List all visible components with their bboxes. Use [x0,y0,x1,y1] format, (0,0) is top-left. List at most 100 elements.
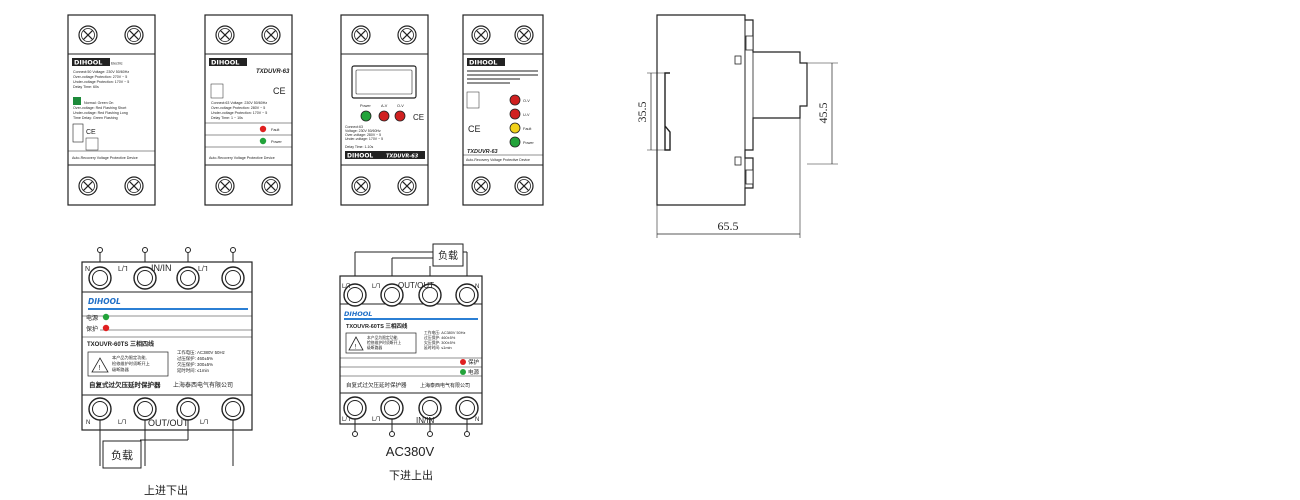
terminal-screw-icon [343,396,367,420]
svg-text:L/⅂: L/⅂ [342,417,350,423]
svg-text:延时时间: ≤1min: 延时时间: ≤1min [177,367,209,374]
svg-text:TXDUVR-63: TXDUVR-63 [467,149,498,155]
svg-text:负载: 负载 [111,448,133,462]
load-box [432,243,464,267]
svg-text:Normal: Green On: Normal: Green On [84,101,113,105]
brand-badge [72,58,110,66]
caption-bottom-in: 下进上出 [389,468,433,482]
svg-text:OUT/OUT: OUT/OUT [398,281,434,290]
wiring-symbol-icon [210,83,224,99]
dimension-outer-height: 45.5 [816,103,830,124]
svg-text:O-V: O-V [523,99,530,103]
svg-text:N: N [475,417,479,423]
svg-text:OUT/OUT: OUT/OUT [148,418,189,428]
svg-text:负载: 负载 [438,249,458,262]
terminal-screw-icon [215,25,235,45]
svg-text:L/⅂: L/⅂ [118,420,126,426]
svg-text:Connect:63: Connect:63 [345,125,363,129]
protect-led [102,324,110,332]
svg-text:欠压保护: 300±5%: 欠压保护: 300±5% [177,361,213,368]
caption-top-in: 上进下出 [144,483,188,497]
svg-text:Under-voltage: 170V ~ 5: Under-voltage: 170V ~ 5 [345,137,383,141]
terminal-screw-icon [124,25,144,45]
svg-text:保护: 保护 [468,358,480,366]
terminal-screw-icon [351,25,371,45]
front-view-1: DIHOOL Electric Connect:50 Voltage: 230V… [67,14,156,206]
svg-text:Over-voltage Protection: 280V: Over-voltage Protection: 280V ~ 5 [211,106,265,110]
terminal-screw-icon [124,176,144,196]
svg-text:L/⅂: L/⅂ [372,284,380,290]
svg-text:DIHOOL: DIHOOL [211,59,239,67]
compliance-mark [72,123,84,143]
svg-text:DIHOOL: DIHOOL [469,59,497,67]
svg-text:TXDUVR-63: TXDUVR-63 [386,154,419,160]
terminal-screw-icon [78,25,98,45]
svg-text:L/⅂: L/⅂ [198,266,208,273]
svg-text:O-V: O-V [397,104,404,108]
svg-text:CE: CE [86,129,96,136]
svg-text:L/⅂: L/⅂ [200,420,208,426]
svg-text:IN/IN: IN/IN [416,416,434,425]
dimension-inner-height: 35.5 [635,102,649,123]
terminal-screw-icon [176,266,200,290]
svg-text:Delay Time: 1 ~ 10s: Delay Time: 1 ~ 10s [211,116,243,120]
svg-text:L/⅂: L/⅂ [118,266,128,273]
svg-text:Delay Time: 60s: Delay Time: 60s [73,85,99,89]
power-led [460,369,466,375]
terminal-screw-icon [88,266,112,290]
svg-text:Auto-Recovery Voltage Protecti: Auto-Recovery Voltage Protective Device [209,156,275,160]
svg-text:上海泰西电气有限公司: 上海泰西电气有限公司 [420,382,470,389]
svg-text:!: ! [355,344,357,351]
fault-led [509,122,521,134]
side-view: 35.5 45.5 65.5 [635,14,838,238]
svg-text:U-V: U-V [523,113,530,117]
svg-text:TXOUVR-60TS 三相四线: TXOUVR-60TS 三相四线 [87,340,154,348]
terminal-screw-icon [397,25,417,45]
svg-text:Fault: Fault [271,128,280,132]
terminal-screw-icon [78,176,98,196]
wiring-symbol-icon [466,91,480,109]
power-led [102,313,110,321]
ov-led [509,94,521,106]
av-led [378,110,390,122]
brand-name: DIHOOL [74,59,102,67]
svg-text:延时时间: ≤1min: 延时时间: ≤1min [424,345,452,350]
svg-text:电源: 电源 [468,368,480,376]
svg-text:工作电压: AC380V 50Hz: 工作电压: AC380V 50Hz [424,330,465,335]
svg-text:工作电压: AC380V 50Hz: 工作电压: AC380V 50Hz [177,349,225,356]
svg-text:DIHOOL: DIHOOL [347,153,373,160]
svg-text:Over-voltage Protection: 270V: Over-voltage Protection: 270V ~ 5 [73,75,127,79]
svg-text:DIHOOL: DIHOOL [88,297,121,306]
svg-text:级断路器: 级断路器 [112,366,130,373]
terminal-screw-icon [261,176,281,196]
svg-text:检修维护时须断开上: 检修维护时须断开上 [367,340,401,345]
svg-text:过压保护: 460±5%: 过压保护: 460±5% [424,335,456,340]
ov-led [394,110,406,122]
svg-text:Auto-Recovery Voltage Protecti: Auto-Recovery Voltage Protective Device [72,156,138,160]
uv-led [509,108,521,120]
svg-text:L/⅂: L/⅂ [342,284,350,290]
svg-text:L/⅂: L/⅂ [372,417,380,423]
brand-badge [209,58,247,66]
warning-icon [91,357,109,373]
terminal-screw-icon [455,396,479,420]
svg-text:欠压保护: 300±5%: 欠压保护: 300±5% [424,340,456,345]
terminal-screw-icon [176,397,200,421]
svg-text:IN/IN: IN/IN [151,263,172,273]
wiring-diagram-top-in: N L/⅂ IN/IN L/⅂ DIHOOL 电源 保护 TXOUVR-60TS… [81,247,253,497]
power-led [509,136,521,148]
front-view-4: DIHOOL CE O-V U-V Fault Power TXDUVR-63 … [462,14,544,206]
fault-led [259,125,267,133]
dimension-depth: 65.5 [718,219,739,233]
terminal-screw-icon [221,397,245,421]
svg-text:Auto-Recovery Voltage Protecti: Auto-Recovery Voltage Protective Device [466,158,530,162]
svg-text:Time Delay: Green Flashing: Time Delay: Green Flashing [73,116,118,120]
svg-text:过压保护: 460±5%: 过压保护: 460±5% [177,355,213,362]
svg-text:Power: Power [523,141,534,145]
svg-text:自复式过欠压延时保护器: 自复式过欠压延时保护器 [89,380,161,389]
svg-text:Over-voltage: 280V ~ 5: Over-voltage: 280V ~ 5 [345,133,381,137]
svg-text:Connect:50 Voltage: 230V 50/6: Connect:50 Voltage: 230V 50/60Hz [73,70,129,74]
svg-text:级断路器: 级断路器 [367,345,382,350]
svg-text:CE: CE [468,124,481,134]
